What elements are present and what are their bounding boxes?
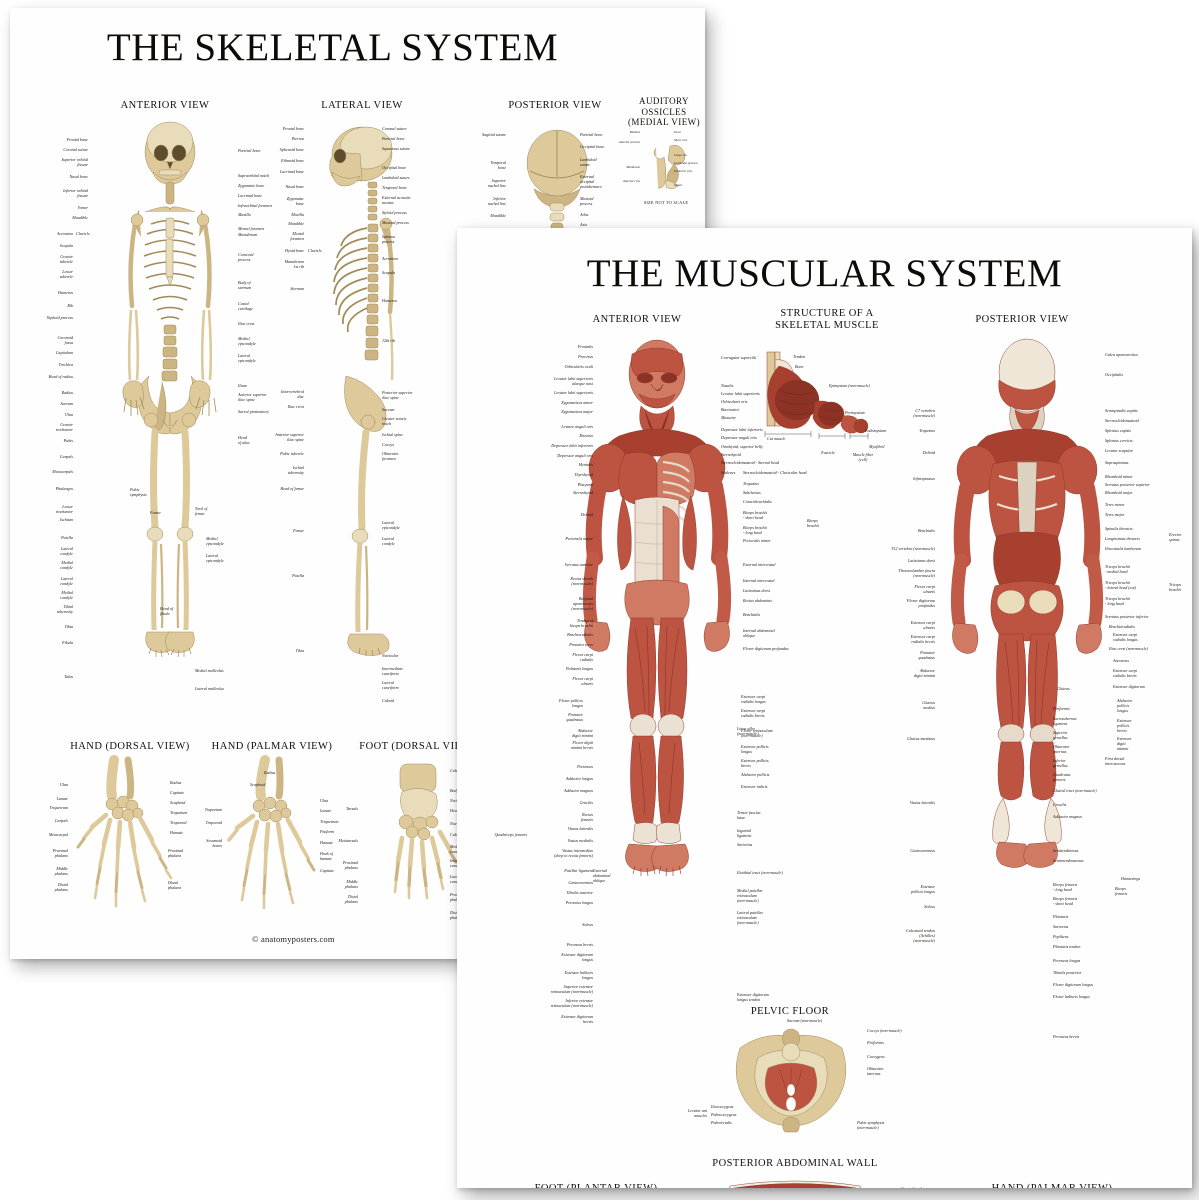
muscular-section-foot-plantar: FOOT (PLANTAR VIEW) <box>501 1183 691 1188</box>
muscular-section-skeletal-muscle: STRUCTURE OF A SKELETAL MUSCLE <box>775 308 879 332</box>
auditory-ossicles-figure <box>640 136 700 196</box>
skeletal-section-posterior-view: POSTERIOR VIEW <box>508 100 602 111</box>
skeletal-section-lateral-view: LATERAL VIEW <box>321 100 403 111</box>
muscle-posterior-figure <box>947 336 1107 1026</box>
skeletal-poster-title: THE SKELETAL SYSTEM <box>106 26 559 69</box>
hand-palmar-figure-skeletal <box>215 755 340 910</box>
muscular-section-anterior-view: ANTERIOR VIEW <box>592 314 682 325</box>
muscular-section-pelvic-floor: PELVIC FLOOR <box>750 1006 830 1017</box>
skeleton-anterior-figure <box>105 120 235 720</box>
foot-dorsal-figure <box>362 760 482 910</box>
skeletal-copyright: © anatomyposters.com <box>252 934 335 944</box>
skeletal-section-hand-palmar: HAND (PALMAR VIEW) <box>211 741 333 752</box>
skeletal-section-auditory-ossicles: AUDITORY OSSICLES (MEDIAL VIEW) <box>627 96 701 128</box>
ossicles-scale-note: SIZE NOT TO SCALE <box>643 200 689 205</box>
muscle-anterior-figure <box>577 336 737 1026</box>
skeletal-muscle-structure-figure <box>757 350 907 460</box>
muscular-poster-title: THE MUSCULAR SYSTEM <box>586 252 1063 295</box>
muscular-section-posterior-view: POSTERIOR VIEW <box>975 314 1069 325</box>
muscular-section-hand-palmar: HAND (PALMAR VIEW) <box>957 1183 1147 1188</box>
posterior-abdominal-wall-figure <box>700 1178 890 1188</box>
skeleton-lateral-figure <box>310 120 428 720</box>
pelvic-floor-figure <box>722 1024 860 1144</box>
hand-dorsal-figure <box>70 755 195 910</box>
muscular-section-posterior-abdominal-wall: POSTERIOR ABDOMINAL WALL <box>712 1158 878 1169</box>
skeletal-section-anterior-view: ANTERIOR VIEW <box>120 100 210 111</box>
skeletal-section-hand-dorsal: HAND (DORSAL VIEW) <box>70 741 190 752</box>
poster-muscular-system[interactable]: THE MUSCULAR SYSTEM ANTERIOR VIEW STRUCT… <box>457 228 1192 1188</box>
